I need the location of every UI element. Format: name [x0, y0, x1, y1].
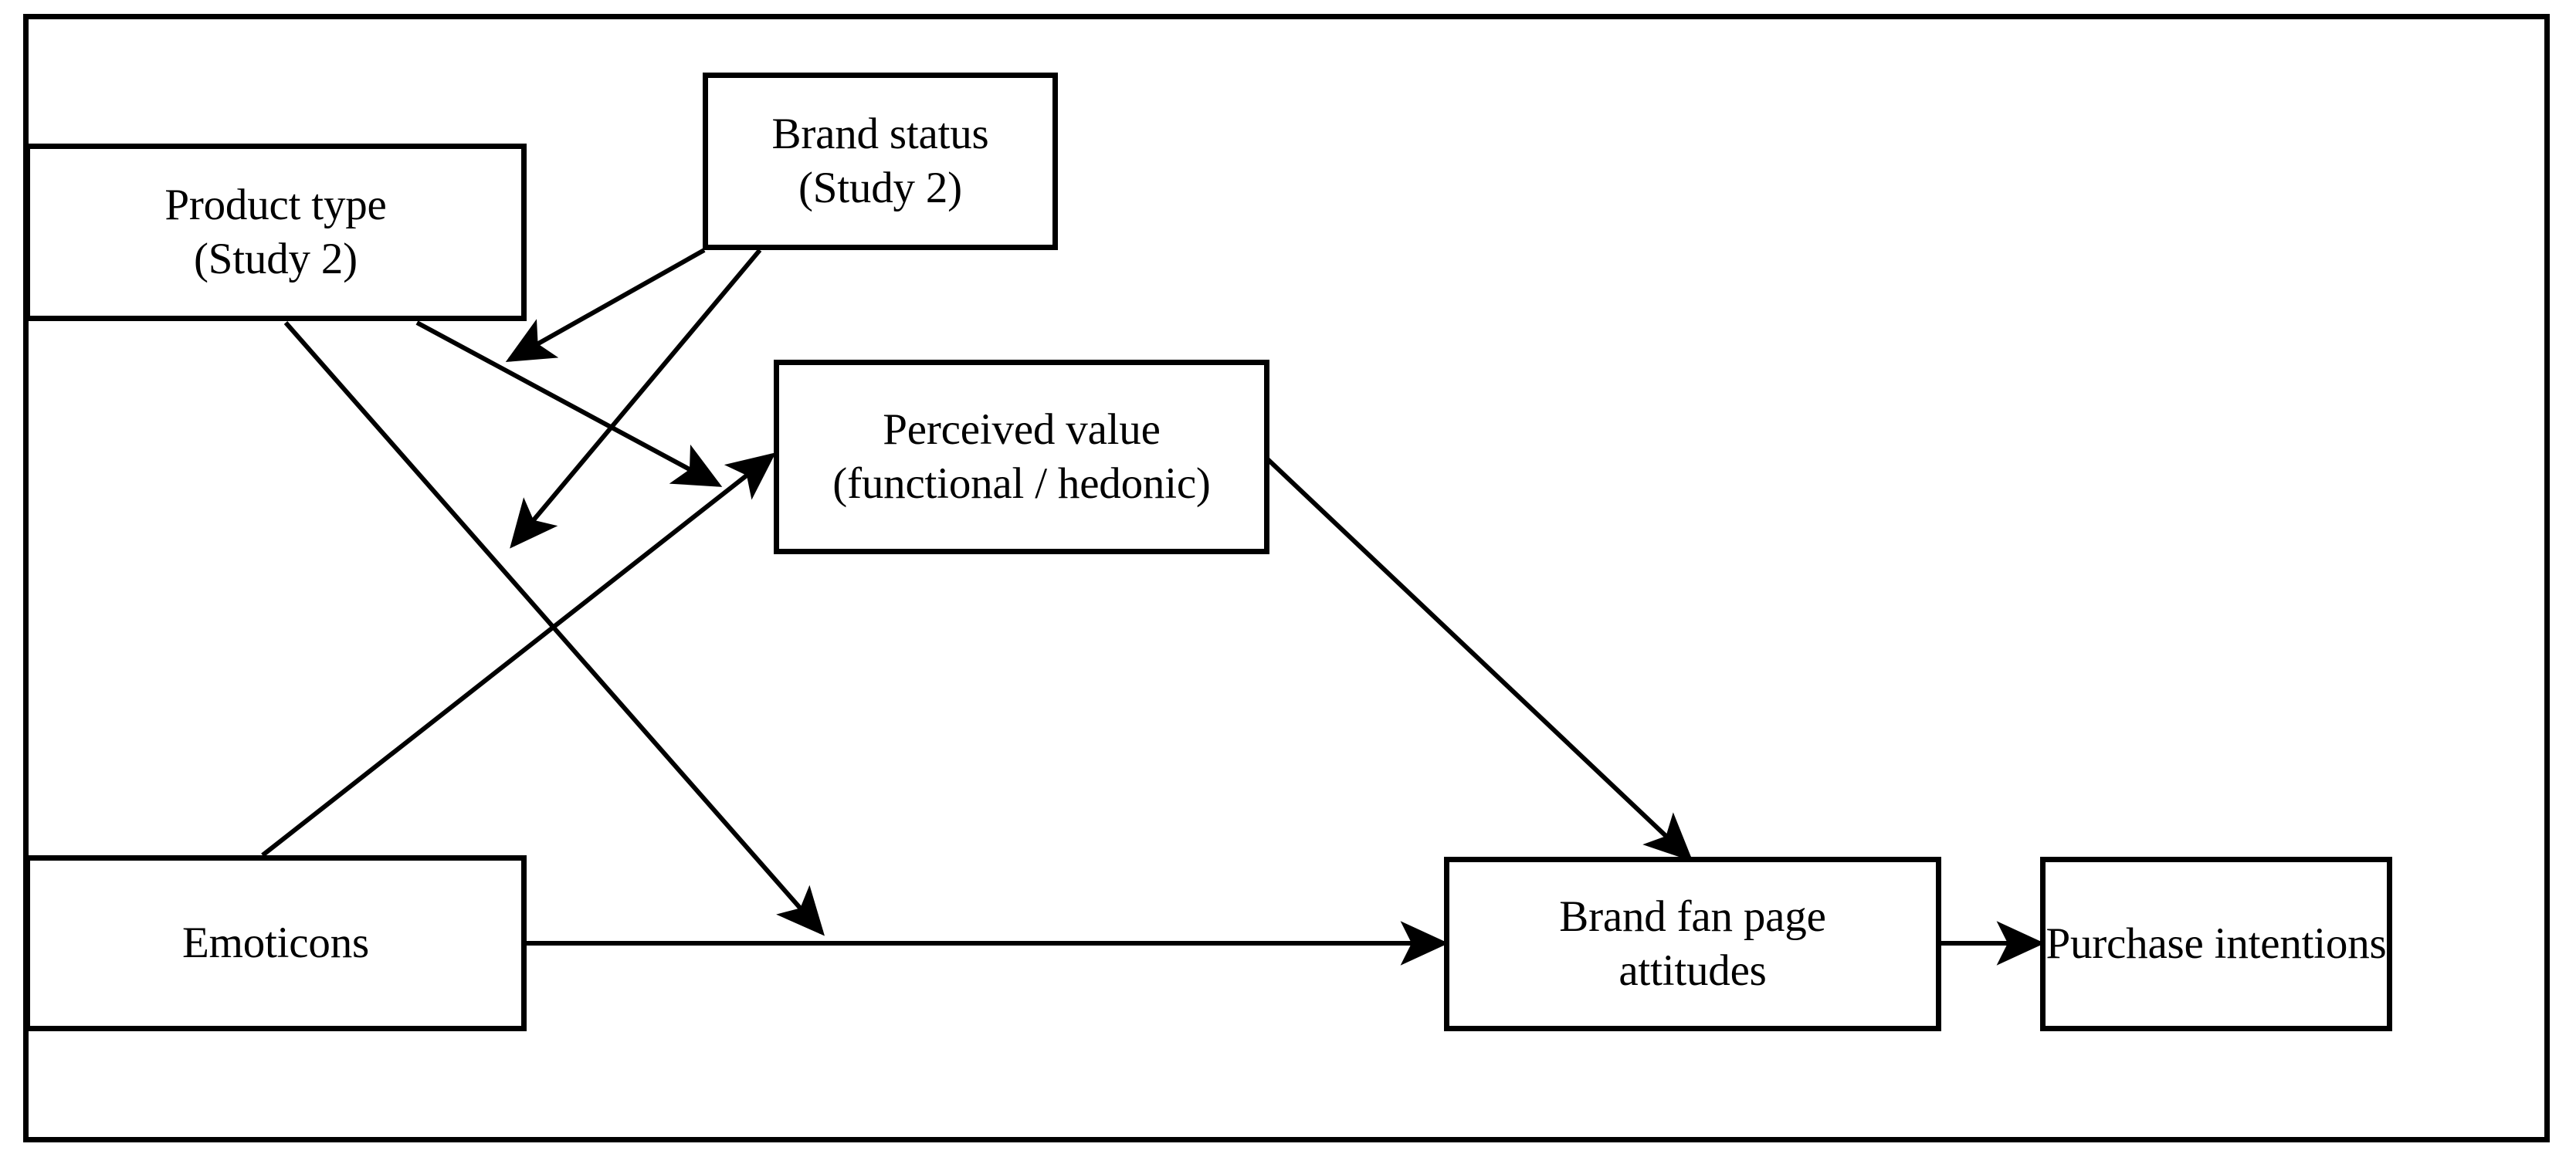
node-perceived-value[interactable]: Perceived value (functional / hedonic)	[774, 360, 1269, 554]
edge-brand-status-to-emoticons-path	[505, 248, 706, 362]
node-label-line1: Brand fan page	[1559, 892, 1826, 942]
diagram-outer-frame	[23, 14, 2550, 1142]
node-label-line1: Perceived value	[883, 405, 1161, 455]
node-purchase-intentions[interactable]: Purchase intentions	[2040, 857, 2392, 1031]
node-product-type[interactable]: Product type (Study 2)	[25, 144, 527, 321]
edge-product-type-to-emoticons-line	[283, 321, 825, 936]
edge-perceived-value-to-brand-fan-page	[1255, 447, 1693, 862]
node-label-line2: (Study 2)	[194, 235, 358, 283]
edge-emoticons-to-perceived-value	[261, 452, 776, 858]
edge-product-type-to-perceived-value	[415, 320, 723, 487]
node-label-line1: Product type	[164, 181, 387, 230]
node-brand-fan-page-attitudes[interactable]: Brand fan page attitudes	[1444, 857, 1941, 1031]
node-label-line1: Purchase intentions	[2046, 919, 2387, 969]
node-label-line2: attitudes	[1618, 946, 1767, 995]
edge-brand-status-to-emoticons	[510, 249, 762, 549]
node-label-line2: (Study 2)	[798, 164, 962, 212]
node-label-line2: (functional / hedonic)	[832, 459, 1211, 508]
node-brand-status[interactable]: Brand status (Study 2)	[703, 73, 1058, 250]
node-emoticons[interactable]: Emoticons	[25, 855, 527, 1031]
node-label-line1: Emoticons	[181, 919, 369, 968]
node-label-line1: Brand status	[771, 110, 989, 159]
edge-group	[261, 248, 2046, 966]
